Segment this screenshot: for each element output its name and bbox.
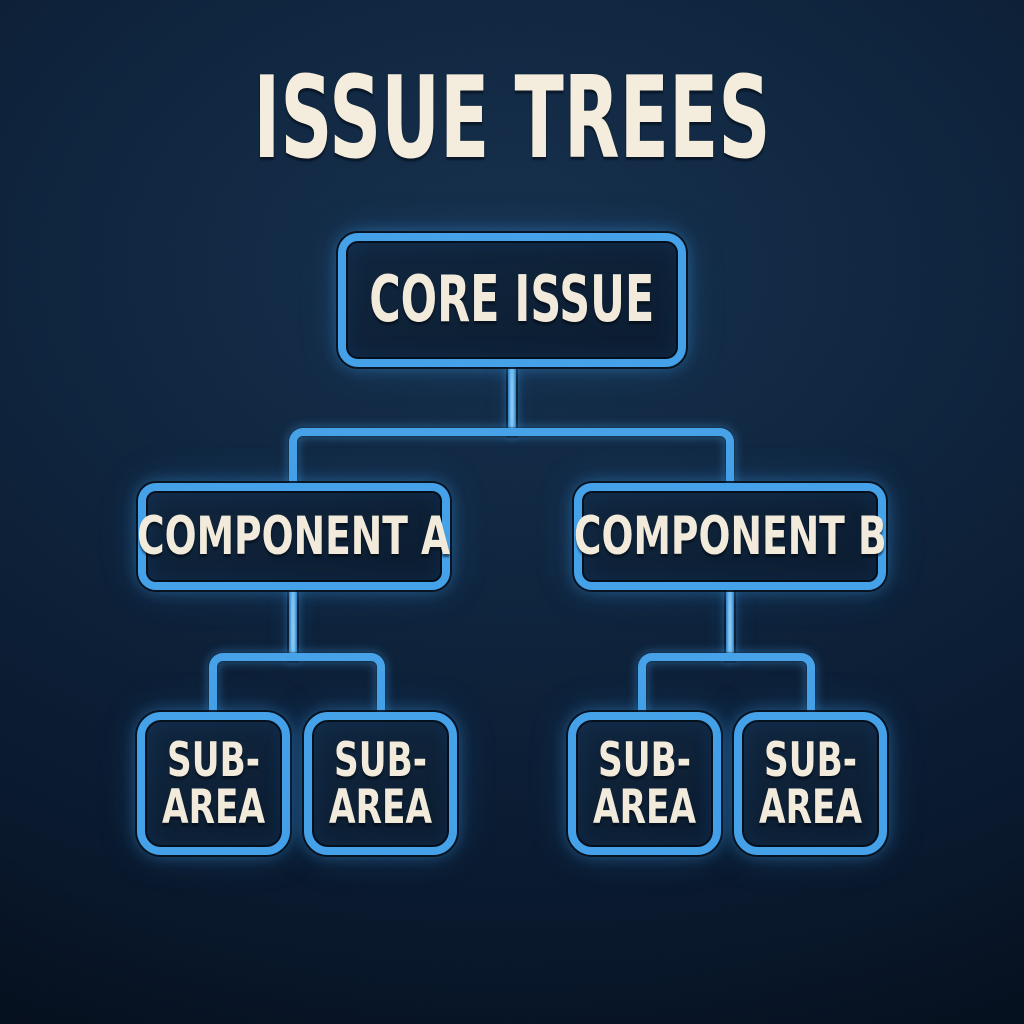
page-title-text: ISSUE TREES bbox=[253, 51, 771, 184]
node-sub-area-b1-label: SUB-AREA bbox=[593, 732, 696, 835]
connector-component-b-stem bbox=[726, 584, 734, 661]
node-sub-area-a1: SUB-AREA bbox=[137, 712, 290, 855]
connector-level1-bracket bbox=[289, 428, 734, 490]
page-title: ISSUE TREES bbox=[0, 56, 1024, 180]
node-sub-area-b2: SUB-AREA bbox=[734, 712, 887, 855]
node-sub-area-b2-label: SUB-AREA bbox=[759, 732, 862, 835]
connector-root-stem bbox=[508, 358, 516, 436]
connector-component-a-stem bbox=[289, 584, 297, 661]
node-sub-area-a2-label: SUB-AREA bbox=[329, 732, 432, 835]
node-component-a: COMPONENT A bbox=[137, 483, 451, 590]
node-sub-area-a1-label: SUB-AREA bbox=[162, 732, 265, 835]
node-component-b: COMPONENT B bbox=[574, 483, 886, 590]
connector-component-a-bracket bbox=[209, 653, 385, 716]
node-component-a-label: COMPONENT A bbox=[137, 506, 451, 567]
node-component-b-label: COMPONENT B bbox=[573, 506, 887, 567]
connector-component-b-bracket bbox=[638, 653, 815, 716]
node-core-issue: CORE ISSUE bbox=[338, 233, 686, 367]
node-sub-area-a2: SUB-AREA bbox=[304, 712, 457, 855]
node-core-issue-label: CORE ISSUE bbox=[369, 263, 655, 337]
node-sub-area-b1: SUB-AREA bbox=[568, 712, 721, 855]
